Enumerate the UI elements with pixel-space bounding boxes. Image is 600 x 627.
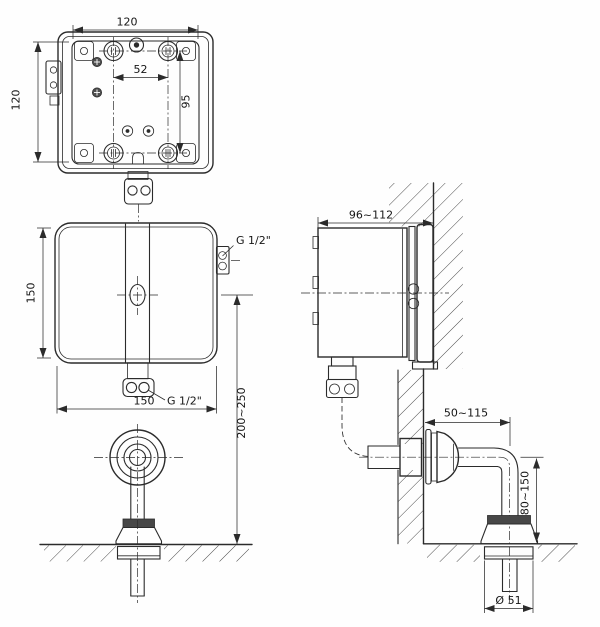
dim-hole-spacing-horizontal: 52 <box>113 63 168 81</box>
bottom-notch <box>132 152 144 165</box>
dim-spout-reach: 50~115 <box>425 407 511 446</box>
dim-spout-drop-label: 80~150 <box>519 471 532 515</box>
dim-box-depth-label: 96~112 <box>349 209 393 222</box>
dim-cover-width: 150 <box>56 366 217 414</box>
dim-plate-height-label: 120 <box>10 90 23 111</box>
floor-flange-cone <box>115 526 163 545</box>
flange-collar-side <box>487 515 531 525</box>
view-section-spout: 50~115 80~150 Ø 51 <box>359 368 578 613</box>
cover-outlet-tab <box>122 362 155 398</box>
mounting-plate-side <box>408 225 416 362</box>
fixing-screws <box>103 40 179 164</box>
box-bottom-fitting <box>325 356 359 399</box>
pipe-route-centerline <box>341 397 372 457</box>
dim-cover-height-label: 150 <box>25 283 38 304</box>
label-bottom-connection: G 1/2" <box>147 389 202 408</box>
dim-cover-height: 150 <box>25 227 51 359</box>
dim-spout-reach-label: 50~115 <box>444 407 488 420</box>
concealed-box-body <box>317 227 408 358</box>
bottom-connection-label: G 1/2" <box>167 395 202 408</box>
top-connector <box>128 37 145 53</box>
dim-hole-spacing-vertical-label: 95 <box>180 95 193 109</box>
corner-pads <box>74 41 196 163</box>
view-spout-front <box>39 424 253 603</box>
dim-outlet-diameter: Ø 51 <box>484 560 534 613</box>
dim-cover-width-label: 150 <box>134 395 155 408</box>
dim-outlet-diameter-label: Ø 51 <box>495 594 521 607</box>
label-side-connection: G 1/2" <box>222 234 271 257</box>
dim-plate-width-label: 120 <box>117 16 138 29</box>
side-connection-label: G 1/2" <box>236 234 271 247</box>
wall-escutcheon <box>425 428 460 485</box>
view-section-box: 96~112 <box>301 182 463 457</box>
dim-spout-drop: 80~150 <box>519 456 544 543</box>
spout-elbow-pipe <box>457 447 519 517</box>
dim-plate-height: 120 <box>10 41 69 163</box>
side-inlet-fitting <box>215 245 241 275</box>
dim-hole-spacing-horizontal-label: 52 <box>134 63 148 76</box>
dim-center-to-floor-label: 200~250 <box>235 387 248 438</box>
plate-outlet-tab <box>123 171 154 205</box>
dim-center-to-floor: 200~250 <box>221 294 253 544</box>
dim-hole-spacing-vertical: 95 <box>176 51 193 153</box>
adjust-screws <box>92 57 103 98</box>
flange-collar <box>122 518 155 528</box>
dim-plate-width: 120 <box>72 16 199 39</box>
side-clip <box>45 60 62 106</box>
view-cover-front: G 1/2" G 1/2" 150 150 200 <box>25 222 271 544</box>
center-holes <box>121 125 155 137</box>
view-mounting-plate: 120 120 52 95 <box>10 16 214 222</box>
